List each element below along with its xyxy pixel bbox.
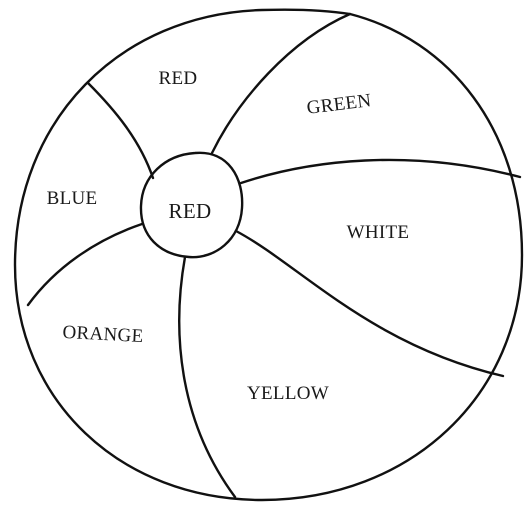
ball-outline [15, 10, 522, 500]
section-label-right: WHITE [347, 222, 410, 243]
section-label-lower-left: ORANGE [62, 322, 144, 347]
seam-right-upper [241, 160, 520, 183]
section-label-center: RED [169, 199, 212, 223]
section-label-top-right: GREEN [306, 90, 373, 119]
section-label-top: RED [159, 68, 198, 89]
section-label-left: BLUE [47, 188, 98, 209]
section-label-bottom: YELLOW [247, 383, 329, 404]
seam-bottom [179, 257, 235, 497]
seam-right-lower [236, 231, 503, 376]
seam-left [28, 224, 142, 305]
seam-upper-left [88, 83, 153, 178]
seam-upper-right [212, 14, 350, 153]
